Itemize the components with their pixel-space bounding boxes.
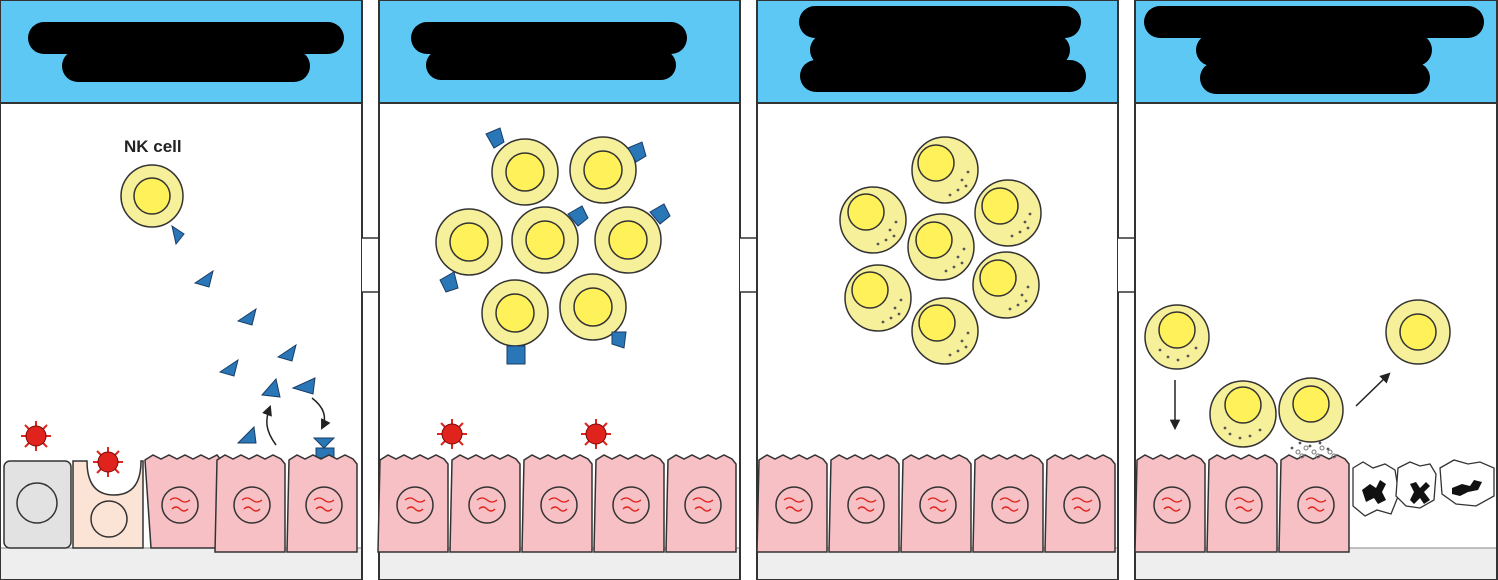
epithelial-nuclei [161,486,343,524]
receptor-bound [312,437,336,459]
epithelial-cells [756,454,1116,553]
epithelial-nuclei [775,486,1101,524]
nucleus-chromatin [404,497,714,512]
cytotoxic-nk-cells [1144,299,1451,451]
epithelial-nuclei [1153,486,1335,524]
epithelial-nuclei [396,486,722,524]
redacted-header-text [1144,6,1484,38]
cytokine-arrow-up [262,405,277,446]
granular-nk-cells [839,136,1042,365]
infected-cell [72,460,144,549]
nucleus-chromatin [169,497,335,512]
panel-4 [1134,0,1498,580]
redacted-header-text [28,22,344,54]
virus [21,421,51,451]
uninfected-cell [3,460,72,549]
nucleus-chromatin [1161,497,1327,512]
redacted-header-text [411,22,687,54]
granule-release [1295,445,1337,459]
redacted-header-text [426,50,676,80]
tissue-base [758,547,1117,579]
nucleus-chromatin [783,497,1093,512]
virus [93,447,123,477]
virus [437,419,467,449]
panel-1: NK cell [0,0,401,580]
redacted-header-text [799,6,1081,38]
cytokine-arrow-down [311,397,331,430]
virus [581,419,611,449]
redacted-header-text [800,60,1086,92]
redacted-header-text [810,34,1070,66]
tissue-base [380,547,739,579]
redacted-header-text [1196,34,1432,66]
panel-3 [756,0,1157,580]
redacted-header-text [62,50,310,82]
nk-receptor [171,224,185,246]
nk-cell [120,164,184,228]
redacted-header-text [1200,62,1430,94]
panel-2 [377,0,779,580]
proliferating-nk-cells [435,127,671,365]
nk-cell-label: NK cell [124,137,182,156]
signal-molecules [193,269,316,444]
departure-arrow [1355,372,1391,407]
fragmented-nuclei [1362,480,1482,504]
